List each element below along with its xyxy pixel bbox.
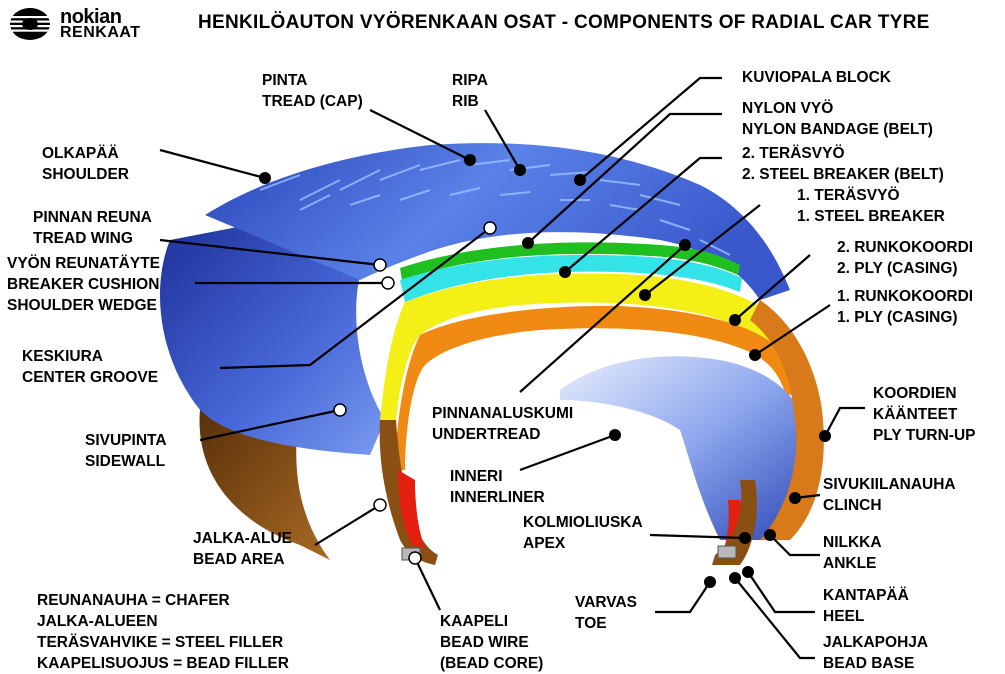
bead-wire-right [718,546,736,558]
label-block: KUVIOPALA BLOCK [742,67,891,88]
